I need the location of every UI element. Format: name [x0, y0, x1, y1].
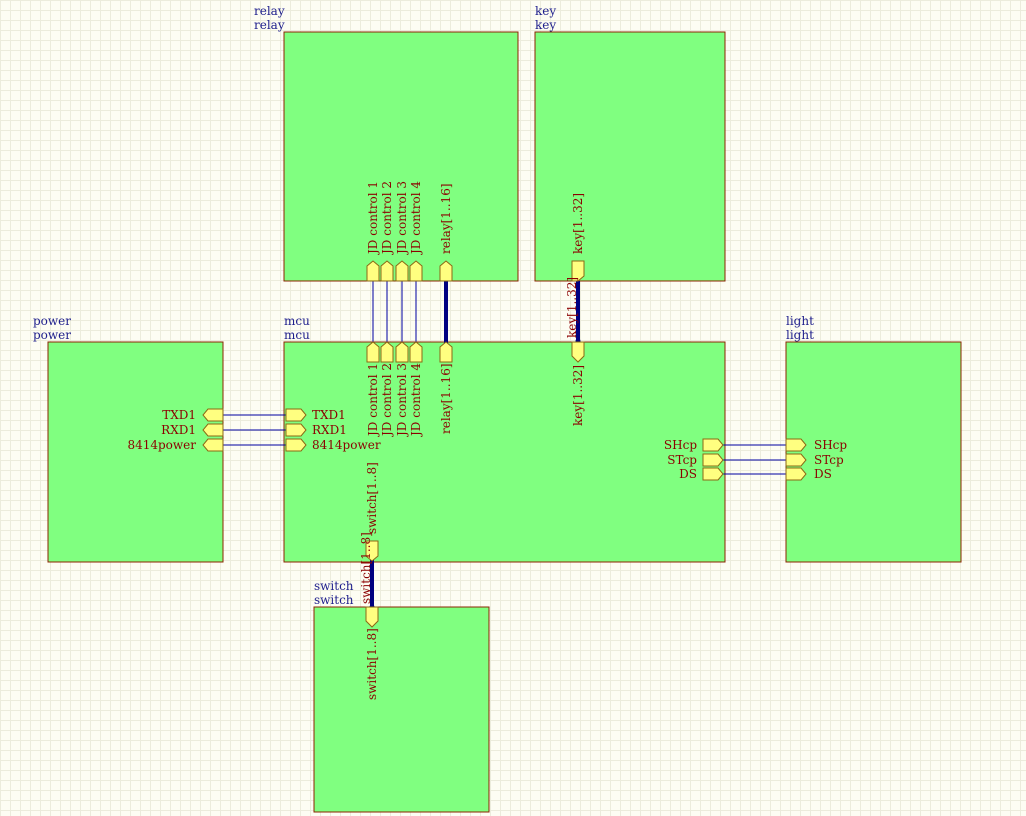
switch-port-switch-bus[interactable]: [365, 606, 379, 628]
mcu-port-key-bus[interactable]: [571, 341, 585, 363]
mcu-port-label-txd1: TXD1: [312, 408, 346, 422]
mcu-port-jd-control-1[interactable]: [366, 341, 380, 363]
mcu-port-label-jd-control-1: JD control 1: [366, 363, 380, 438]
sheet-switch-name: switch: [314, 579, 354, 593]
mcu-port-label-8414power: 8414power: [312, 438, 381, 452]
power-port-8414power[interactable]: [202, 438, 224, 452]
relay-port-jd-control-3[interactable]: [395, 260, 409, 282]
light-ports: SHcp STcp DS: [785, 438, 847, 481]
sheet-mcu-name: mcu: [284, 314, 310, 328]
power-ports: TXD1 RXD1 8414power: [127, 408, 224, 452]
mcu-port-label-jd-control-2: JD control 2: [380, 363, 394, 438]
sheet-mcu-body[interactable]: [283, 341, 726, 563]
light-port-label-shcp: SHcp: [814, 438, 847, 452]
mcu-right-ports: SHcp STcp DS: [664, 438, 724, 481]
light-port-label-ds: DS: [814, 467, 832, 481]
mcu-port-stcp[interactable]: [702, 453, 724, 467]
wires: [223, 281, 788, 475]
sheet-relay-file: relay: [254, 18, 285, 32]
sheet-power-name: power: [33, 314, 71, 328]
sheet-mcu[interactable]: mcu mcu: [283, 314, 726, 563]
relay-port-label-jd-control-1: JD control 1: [366, 181, 380, 256]
relay-port-label-relay-bus: relay[1..16]: [439, 183, 453, 254]
mcu-port-label-rxd1: RXD1: [312, 423, 347, 437]
sheet-key-body[interactable]: [534, 31, 726, 282]
mcu-left-ports: TXD1 RXD1 8414power: [285, 408, 381, 452]
mcu-port-txd1[interactable]: [285, 408, 307, 422]
sheet-light-body[interactable]: [785, 341, 962, 563]
mcu-port-label-switch-bus: switch[1..8]: [365, 462, 379, 534]
mcu-port-jd-control-2[interactable]: [380, 341, 394, 363]
relay-port-jd-control-4[interactable]: [409, 260, 423, 282]
power-port-label-rxd1: RXD1: [161, 423, 196, 437]
mcu-port-label-stcp: STcp: [667, 453, 697, 467]
sheet-relay-body[interactable]: [283, 31, 519, 282]
light-port-stcp[interactable]: [785, 453, 807, 467]
light-port-label-stcp: STcp: [814, 453, 844, 467]
sheet-switch[interactable]: switch switch: [313, 579, 490, 813]
sheet-light[interactable]: light light: [785, 314, 962, 563]
sheet-switch-file: switch: [314, 593, 354, 607]
mcu-port-label-key-bus: key[1..32]: [571, 365, 585, 426]
sheet-key[interactable]: key key: [534, 4, 726, 282]
sheet-relay[interactable]: relay relay: [254, 4, 519, 282]
power-port-rxd1[interactable]: [202, 423, 224, 437]
relay-port-jd-control-1[interactable]: [366, 260, 380, 282]
mcu-port-label-relay-bus: relay[1..16]: [439, 363, 453, 434]
mcu-bottom-ports: switch[1..8] switch[1..8]: [359, 462, 379, 604]
relay-port-label-jd-control-2: JD control 2: [380, 181, 394, 256]
switch-ports: switch[1..8]: [365, 606, 379, 700]
relay-port-label-jd-control-3: JD control 3: [395, 181, 409, 256]
key-ports: key[1..32] key[1..32]: [565, 193, 585, 338]
sheet-power-body[interactable]: [47, 341, 224, 563]
sheet-key-name: key: [535, 4, 556, 18]
sheet-light-file: light: [786, 328, 814, 342]
net-label-key-bus: key[1..32]: [565, 277, 579, 338]
mcu-top-ports: JD control 1 JD control 2 JD control 3 J…: [366, 341, 585, 438]
mcu-port-jd-control-4[interactable]: [409, 341, 423, 363]
mcu-port-switch-bus[interactable]: [365, 540, 379, 562]
mcu-port-ds[interactable]: [702, 467, 724, 481]
sheet-switch-body[interactable]: [313, 606, 490, 813]
relay-port-label-jd-control-4: JD control 4: [409, 181, 423, 256]
mcu-port-label-jd-control-3: JD control 3: [395, 363, 409, 438]
mcu-port-label-shcp: SHcp: [664, 438, 697, 452]
net-label-switch-bus: switch[1..8]: [359, 532, 373, 604]
key-port-label-key-bus: key[1..32]: [571, 193, 585, 254]
mcu-port-label-jd-control-4: JD control 4: [409, 363, 423, 438]
power-port-label-8414power: 8414power: [127, 438, 196, 452]
power-port-label-txd1: TXD1: [162, 408, 196, 422]
mcu-port-relay-bus[interactable]: [439, 341, 453, 363]
mcu-port-rxd1[interactable]: [285, 423, 307, 437]
sheet-power-file: power: [33, 328, 71, 342]
sheet-power[interactable]: power power: [33, 314, 224, 563]
mcu-port-shcp[interactable]: [702, 438, 724, 452]
power-port-txd1[interactable]: [202, 408, 224, 422]
mcu-port-8414power[interactable]: [285, 438, 307, 452]
sheet-light-name: light: [786, 314, 814, 328]
relay-port-jd-control-2[interactable]: [380, 260, 394, 282]
sheet-mcu-file: mcu: [284, 328, 310, 342]
relay-port-relay-bus[interactable]: [439, 260, 453, 282]
mcu-port-jd-control-3[interactable]: [395, 341, 409, 363]
key-port-key-bus[interactable]: [571, 260, 585, 282]
sheet-key-file: key: [535, 18, 556, 32]
light-port-ds[interactable]: [785, 467, 807, 481]
relay-ports: JD control 1 JD control 2 JD control 3 J…: [366, 181, 453, 282]
switch-port-label-switch-bus: switch[1..8]: [365, 628, 379, 700]
mcu-port-label-ds: DS: [679, 467, 697, 481]
sheet-relay-name: relay: [254, 4, 285, 18]
light-port-shcp[interactable]: [785, 438, 807, 452]
